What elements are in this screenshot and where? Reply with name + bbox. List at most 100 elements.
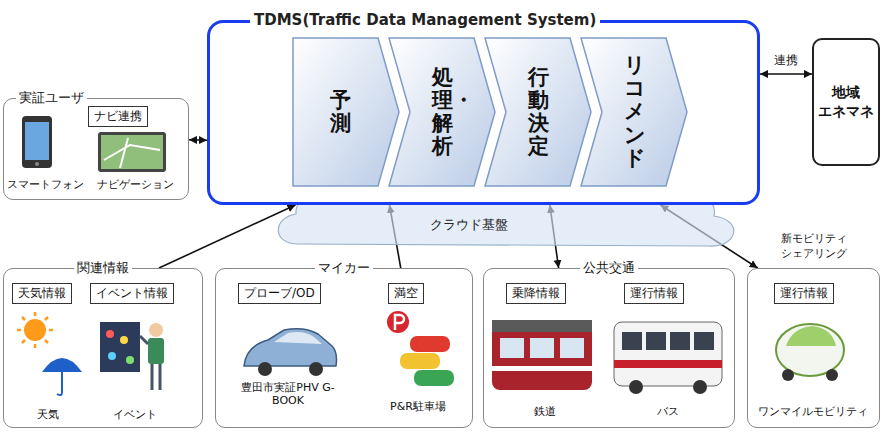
picture-caption: 鉄道 bbox=[534, 405, 556, 418]
car-window bbox=[274, 332, 322, 344]
picture-caption: イベント bbox=[113, 408, 157, 421]
process-label: リコメンド bbox=[624, 54, 645, 169]
picture-caption: ワンマイルモビリティ bbox=[758, 405, 868, 418]
info-tag: ナビ連携 bbox=[88, 106, 148, 127]
process-chevron: 処理・解析 bbox=[388, 37, 496, 187]
group-box: 新モビリティ シェアリング運行情報 bbox=[747, 268, 880, 428]
process-chevron: 予測 bbox=[292, 37, 400, 187]
text-holder: P&R駐車場 bbox=[390, 400, 446, 413]
mobility-wheel bbox=[782, 369, 794, 381]
car-icon bbox=[244, 329, 337, 376]
umbrella bbox=[42, 358, 82, 372]
bus-window bbox=[646, 332, 666, 350]
group-heading: 公共交通 bbox=[580, 259, 638, 276]
car-wheel bbox=[258, 362, 272, 376]
person-head bbox=[149, 323, 163, 337]
info-tag: イベント情報 bbox=[90, 283, 174, 304]
bus-wheel bbox=[693, 380, 707, 394]
picture-caption: 豊田市実証PHV G-BOOK bbox=[230, 381, 346, 407]
sun-rays bbox=[17, 312, 53, 348]
tag-label: 運行情報 bbox=[630, 286, 678, 301]
info-tag: 天気情報 bbox=[12, 283, 72, 304]
text-holder: 新モビリティ シェアリング bbox=[768, 231, 860, 261]
text-holder: 豊田市実証PHV G-BOOK bbox=[230, 381, 346, 407]
nav-roads bbox=[104, 138, 160, 168]
chevron-outline bbox=[581, 38, 687, 186]
sun bbox=[24, 319, 46, 341]
car-wheel bbox=[309, 362, 323, 376]
text-holder: 公共交通 bbox=[580, 259, 638, 276]
group-box: 関連情報天気情報イベント情報 bbox=[3, 268, 203, 428]
info-tag: 乗降情報 bbox=[506, 283, 566, 304]
group-heading: 新モビリティ シェアリング bbox=[768, 231, 860, 261]
car-body bbox=[244, 329, 337, 366]
text-holder: イベント bbox=[113, 408, 157, 421]
cloud-label: クラウド基盤 bbox=[430, 216, 508, 234]
picture-caption: P&R駐車場 bbox=[390, 400, 446, 413]
person-body bbox=[148, 338, 164, 364]
text-holder: スマートフォン bbox=[7, 178, 84, 191]
info-tag: 運行情報 bbox=[774, 283, 834, 304]
train-stripe bbox=[492, 366, 592, 371]
group-heading: 関連情報 bbox=[74, 259, 132, 276]
tag-label: ナビ連携 bbox=[94, 109, 142, 124]
bus-window bbox=[670, 332, 690, 350]
system-title: TDMS(Traffic Data Management System) bbox=[250, 11, 600, 29]
picture-caption: ナビゲーション bbox=[97, 178, 174, 191]
system-box: TDMS(Traffic Data Management System)予測処理… bbox=[207, 20, 760, 205]
info-tag: 満空 bbox=[388, 283, 424, 304]
phone-screen bbox=[25, 122, 49, 160]
phone-button bbox=[35, 162, 39, 166]
tag-label: 天気情報 bbox=[18, 286, 66, 301]
text-holder: ワンマイルモビリティ bbox=[758, 405, 868, 418]
parking-icon bbox=[387, 311, 454, 386]
board-dot bbox=[126, 356, 134, 364]
nav-frame bbox=[98, 132, 166, 172]
bus-body bbox=[614, 322, 722, 386]
bus-window bbox=[694, 332, 714, 350]
text-holder: 連携 bbox=[772, 52, 800, 68]
group-box: 公共交通乗降情報運行情報 bbox=[483, 268, 735, 428]
tag-label: 乗降情報 bbox=[512, 286, 560, 301]
train-roof bbox=[492, 320, 592, 332]
group-heading: マイカー bbox=[315, 259, 373, 276]
process-label: 予測 bbox=[330, 89, 351, 135]
smartphone-icon bbox=[22, 116, 52, 168]
picture-caption: 天気 bbox=[37, 408, 59, 421]
info-tag: プローブ/OD bbox=[238, 283, 321, 304]
bus-icon bbox=[614, 322, 722, 394]
chevron-outline bbox=[485, 38, 591, 186]
train-icon bbox=[492, 320, 592, 390]
weather-icon bbox=[17, 312, 82, 395]
tag-label: イベント情報 bbox=[96, 286, 168, 301]
connector-arrow bbox=[189, 139, 207, 141]
tag-label: 運行情報 bbox=[780, 286, 828, 301]
nav-screen bbox=[101, 135, 163, 169]
text-holder: 天気 bbox=[37, 408, 59, 421]
bus-window bbox=[622, 332, 642, 350]
train-window bbox=[500, 338, 524, 358]
edge-label: 連携 bbox=[772, 52, 800, 68]
bus-stripe bbox=[614, 360, 722, 368]
umbrella-handle bbox=[57, 372, 62, 395]
event-board bbox=[100, 322, 140, 372]
connector-arrow bbox=[159, 205, 295, 268]
parked-car bbox=[400, 353, 440, 369]
process-label: 行動決定 bbox=[528, 66, 549, 158]
mobility-icon bbox=[776, 324, 844, 381]
bus-wheel bbox=[629, 380, 643, 394]
text-holder: 実証ユーザ bbox=[16, 89, 87, 106]
parking-sign bbox=[387, 311, 409, 333]
process-label: 処理・解析 bbox=[432, 66, 453, 158]
phone-body bbox=[22, 116, 52, 168]
chevron-outline bbox=[293, 38, 399, 186]
event-icon bbox=[100, 322, 164, 390]
external-label: 地域 エネマネ bbox=[817, 83, 875, 121]
navigation-icon bbox=[98, 132, 166, 172]
text-holder: クラウド基盤 bbox=[430, 216, 508, 234]
board-dot bbox=[120, 336, 128, 344]
external-box: 地域 エネマネ bbox=[812, 38, 880, 166]
text-holder: バス bbox=[657, 405, 679, 418]
tag-label: 満空 bbox=[394, 286, 418, 301]
